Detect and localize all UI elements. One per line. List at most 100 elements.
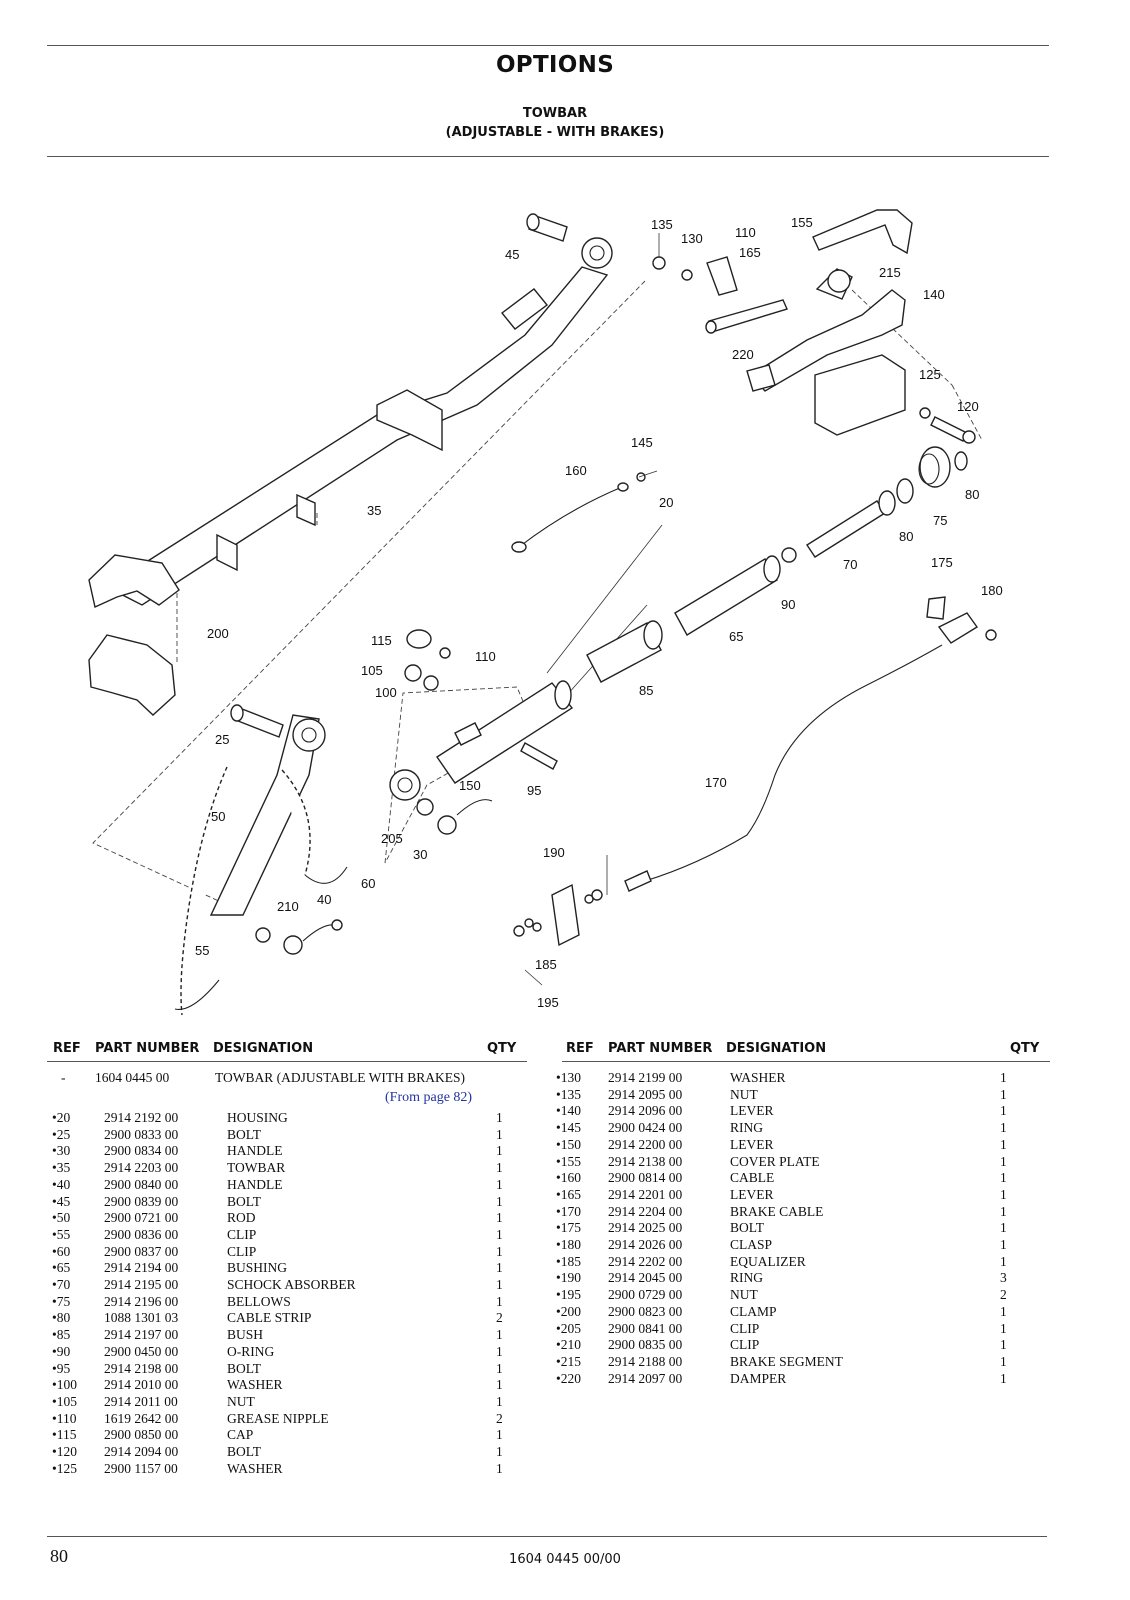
ref-cell: •155 [556,1153,581,1169]
callout-185: 185 [535,957,557,972]
table-header: REF PART NUMBER DESIGNATION QTY [562,1037,1050,1062]
part-number-cell: 2914 2045 00 [608,1270,683,1286]
callout-125: 125 [919,367,941,382]
part-number-cell: 2914 2096 00 [608,1103,683,1119]
ref-cell: •180 [556,1237,581,1252]
designation-cell: WASHER [730,1070,786,1085]
designation-cell: BOLT [730,1220,765,1236]
qty-cell: 1 [496,1226,503,1242]
designation-cell: NUT [730,1287,758,1303]
ref-cell: •25 [52,1126,71,1142]
callout-80-bottom: 80 [899,529,913,544]
qty-cell: 1 [496,1143,503,1159]
footer-rule [47,1536,1047,1537]
qty-cell: 3 [1000,1270,1007,1286]
ref-cell: •80 [52,1310,71,1326]
callout-40: 40 [317,892,331,907]
assembly-row: - 1604 0445 00 TOWBAR (ADJUSTABLE WITH B… [47,1070,527,1087]
qty-cell: 1 [496,1110,503,1125]
part-number-cell: 2914 2138 00 [608,1153,683,1169]
page-number: 80 [50,1546,68,1566]
part-number-cell: 2914 2196 00 [104,1293,179,1309]
callout-25: 25 [215,732,229,747]
part-number-cell: 2900 0450 00 [104,1343,179,1359]
callout-60: 60 [361,876,375,891]
ref-cell: •215 [556,1353,581,1369]
table-row: •45 2900 0839 00 BOLT 1 [47,1194,527,1211]
qty-cell: 1 [1000,1070,1007,1085]
ref-cell: •20 [52,1110,71,1125]
page-subtitle-variant: (ADJUSTABLE - WITH BRAKES) [445,125,665,140]
part-number-cell: 2914 2188 00 [608,1353,683,1369]
designation-cell: BOLT [227,1126,262,1142]
ref-cell: •200 [556,1303,581,1319]
qty-cell: 1 [496,1460,503,1476]
designation-cell: BOLT [227,1193,262,1209]
ref-cell: •185 [556,1253,581,1269]
qty-cell: 1 [1000,1170,1007,1186]
qty-cell: 1 [496,1327,503,1343]
callout-190: 190 [543,845,565,860]
callout-70: 70 [843,557,857,572]
designation-cell: HANDLE [227,1143,283,1159]
ref-cell: •110 [52,1410,77,1426]
qty-cell: 1 [496,1444,503,1459]
designation-cell: WASHER [227,1377,283,1393]
designation-cell: COVER PLATE [730,1153,820,1169]
part-number-cell: 2900 0834 00 [104,1143,179,1159]
callout-45: 45 [505,247,519,262]
designation-cell: CABLE [730,1170,775,1186]
designation-cell: DAMPER [730,1370,787,1386]
callout-205: 205 [381,831,403,846]
designation-cell: BRAKE SEGMENT [730,1353,843,1369]
qty-cell: 1 [496,1260,503,1276]
designation-cell: BRAKE CABLE [730,1203,824,1219]
qty-cell: 1 [496,1343,503,1359]
designation-cell: CLIP [227,1226,257,1242]
designation-cell: ROD [227,1210,256,1226]
qty-cell: 1 [496,1293,503,1309]
designation-cell: BOLT [227,1360,262,1376]
part-number-cell: 2900 0833 00 [104,1126,179,1142]
callout-20: 20 [659,495,673,510]
qty-cell: 1 [496,1193,503,1209]
ref-cell: •30 [52,1143,71,1159]
callout-130: 130 [681,231,703,246]
callout-100: 100 [375,685,397,700]
designation-cell: NUT [730,1086,758,1102]
ref-cell: •135 [556,1086,581,1102]
designation-cell: HANDLE [227,1176,283,1192]
part-number-cell: 1088 1301 03 [104,1310,179,1326]
part-number-cell: 2914 2200 00 [608,1136,683,1152]
ref-cell: •210 [556,1337,581,1353]
part-number-cell: 2900 0839 00 [104,1193,179,1209]
part-number-cell: 2914 2010 00 [104,1377,179,1393]
designation-cell: EQUALIZER [730,1253,806,1269]
ref-cell: •45 [52,1193,71,1209]
callout-220: 220 [732,347,754,362]
part-number-cell: 2900 1157 00 [104,1460,178,1476]
part-number-cell: 2914 2198 00 [104,1360,179,1376]
qty-cell: 1 [1000,1203,1007,1219]
part-number-cell: 2900 0841 00 [608,1320,683,1336]
header-ref: REF [53,1041,81,1056]
header-designation: DESIGNATION [213,1041,314,1056]
callout-160: 160 [565,463,587,478]
callout-145: 145 [631,435,653,450]
callout-115: 115 [371,633,392,648]
header-bottom-rule [47,156,1049,157]
